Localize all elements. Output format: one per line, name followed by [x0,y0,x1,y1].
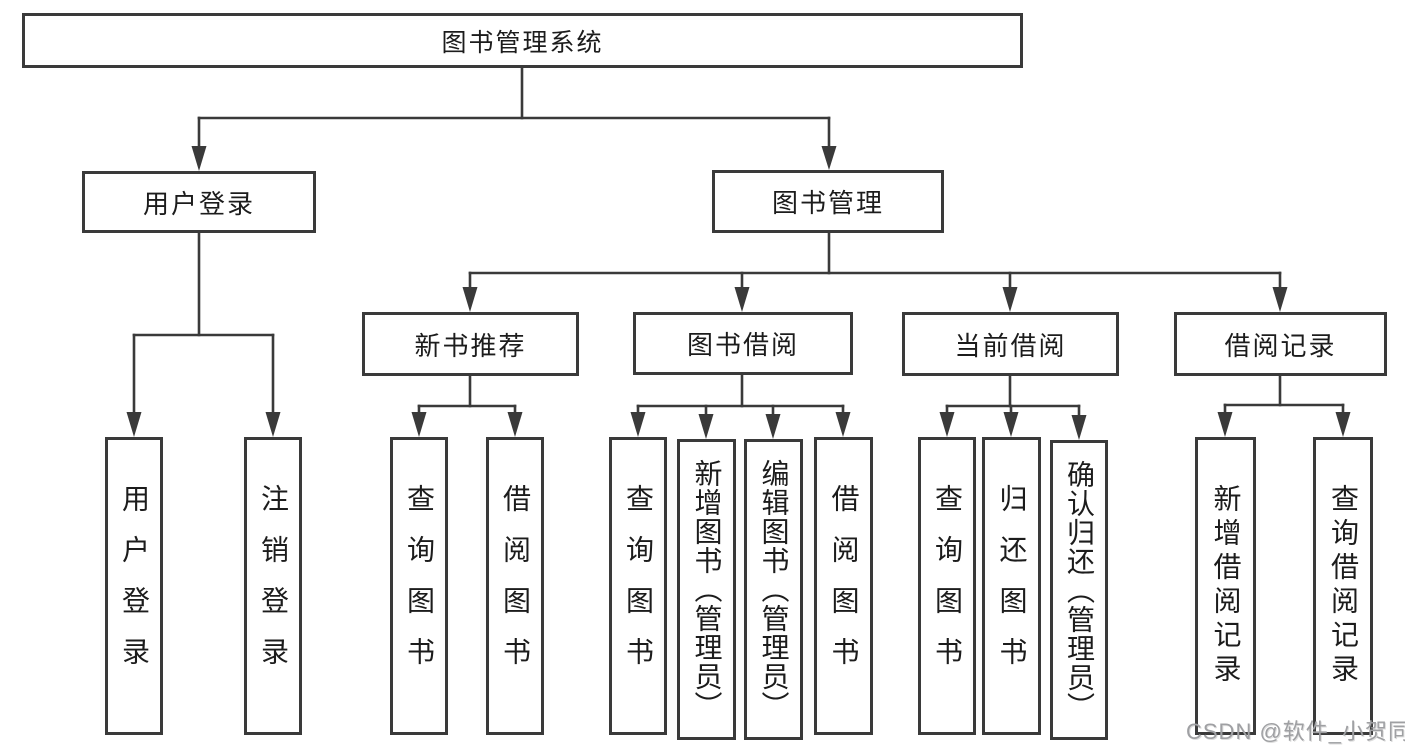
node-user-login: 用户登录 [82,171,316,233]
leaf-newbook-query-books: 查询图书 [390,437,448,735]
leaf-borrowing-query-books: 查询图书 [609,437,667,735]
node-book-management: 图书管理 [712,170,944,233]
leaf-current-confirm-return-admin: 确认归还（管理员） [1050,440,1108,740]
leaf-records-query-record: 查询借阅记录 [1313,437,1373,735]
leaf-user-login: 用户登录 [105,437,163,735]
node-borrowing-records: 借阅记录 [1174,312,1387,376]
leaf-logout: 注销登录 [244,437,302,735]
leaf-current-query-books: 查询图书 [918,437,976,735]
leaf-borrowing-add-books-admin: 新增图书（管理员） [677,439,736,740]
node-book-borrowing: 图书借阅 [633,312,853,375]
leaf-borrowing-edit-books-admin: 编辑图书（管理员） [744,439,803,740]
leaf-borrowing-borrow-books: 借阅图书 [814,437,873,735]
node-root-system: 图书管理系统 [22,13,1023,68]
csdn-watermark: CSDN @软件_小贺同学 [1186,719,1405,744]
node-current-borrowing: 当前借阅 [902,312,1119,376]
leaf-records-add-record: 新增借阅记录 [1195,437,1256,735]
leaf-current-return-books: 归还图书 [982,437,1041,735]
leaf-newbook-borrow-books: 借阅图书 [486,437,544,735]
node-new-book-recommend: 新书推荐 [362,312,579,376]
